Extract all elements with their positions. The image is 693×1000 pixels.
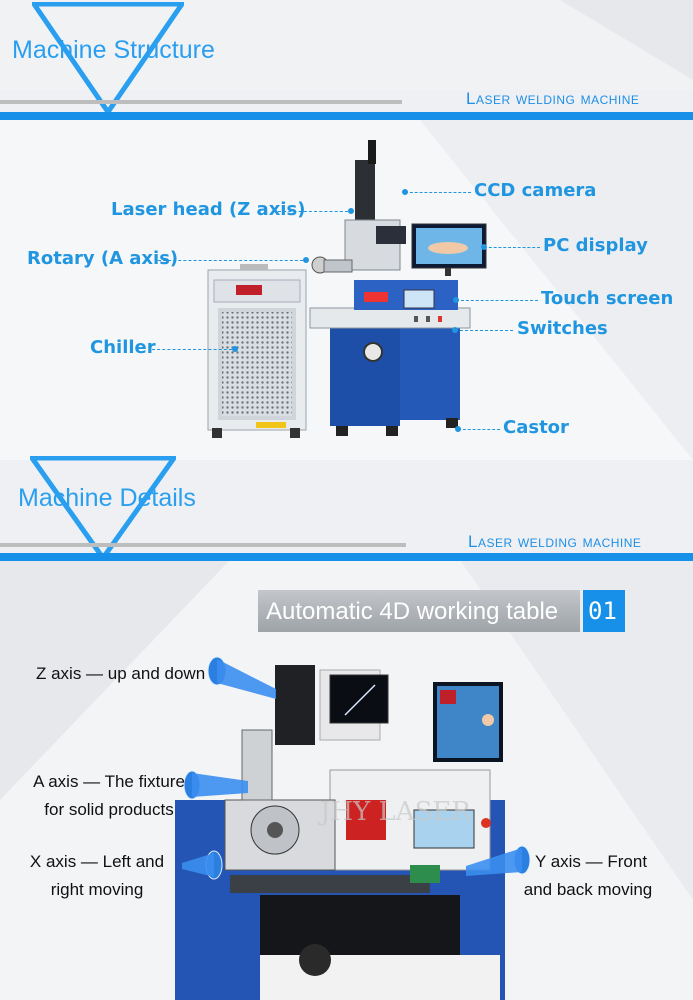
leader-castor: [458, 429, 500, 430]
leader-rotary: [158, 260, 303, 261]
x-axis-pointer-icon: [182, 850, 223, 880]
leader-dot-touch-screen: [453, 297, 459, 303]
z-axis-label: Z axis — up and down: [36, 664, 206, 683]
header-divider-blue-2: [0, 553, 693, 561]
label-switches: Switches: [517, 318, 608, 339]
feature-number-badge: [583, 590, 625, 632]
section-title-structure: Machine Structure: [12, 36, 215, 64]
y-axis-label-line1: Y axis — Front: [534, 852, 648, 871]
label-pc-display: PC display: [543, 235, 648, 256]
welding-cabinet: [330, 326, 460, 436]
leader-pc-display: [484, 247, 540, 248]
x-axis-label-line1: X axis — Left and: [29, 852, 165, 871]
feature-title: Automatic 4D working table: [266, 598, 559, 625]
label-touch-screen: Touch screen: [541, 288, 674, 309]
leader-laser-head: [278, 211, 348, 212]
header-divider-blue: [0, 112, 693, 120]
leader-dot-pc-display: [481, 244, 487, 250]
label-laser-head: Laser head (Z axis): [111, 199, 306, 220]
y-axis-pointer-icon: [466, 845, 531, 876]
chiller-unit: [207, 264, 307, 438]
leader-chiller: [152, 349, 232, 350]
laser-head: [311, 140, 406, 274]
label-rotary: Rotary (A axis): [27, 248, 179, 269]
a-axis-pointer-icon: [183, 770, 248, 800]
leader-dot-chiller: [232, 346, 238, 352]
laser-welding-machine-image: [207, 140, 487, 438]
a-axis-label-line2: for solid products: [44, 800, 174, 819]
section-subtitle-structure: Laser welding machine: [466, 89, 640, 108]
feature-number: 01: [588, 597, 617, 625]
leader-dot-ccd-camera: [402, 189, 408, 195]
x-axis-label-line2: right moving: [50, 880, 144, 899]
leader-ccd-camera: [405, 192, 471, 193]
header-chevron-icon: [32, 2, 184, 114]
label-castor: Castor: [503, 417, 569, 438]
work-table: [309, 280, 471, 329]
header-divider-gray-2: [0, 543, 406, 547]
working-table-closeup-image: JHY LASER: [175, 665, 505, 1000]
header-chevron-icon-2: [30, 456, 176, 560]
section-title-details: Machine Details: [18, 484, 196, 512]
y-axis-label-line2: and back moving: [523, 880, 653, 899]
leader-dot-rotary: [303, 257, 309, 263]
watermark-logo-text: JHY LASER: [317, 797, 472, 827]
label-ccd-camera: CCD camera: [474, 180, 597, 201]
feature-title-banner: [258, 590, 580, 632]
leader-touch-screen: [456, 300, 538, 301]
header-divider-gray: [0, 100, 402, 104]
pc-monitor: [411, 223, 487, 276]
section-subtitle-details: Laser welding machine: [468, 532, 642, 551]
a-axis-label-line1: A axis — The fixture: [33, 772, 185, 791]
z-axis-pointer-icon: [207, 656, 276, 699]
leader-switches: [455, 330, 513, 331]
leader-dot-laser-head: [348, 208, 354, 214]
leader-dot-switches: [452, 327, 458, 333]
leader-dot-castor: [455, 426, 461, 432]
label-chiller: Chiller: [90, 337, 156, 358]
